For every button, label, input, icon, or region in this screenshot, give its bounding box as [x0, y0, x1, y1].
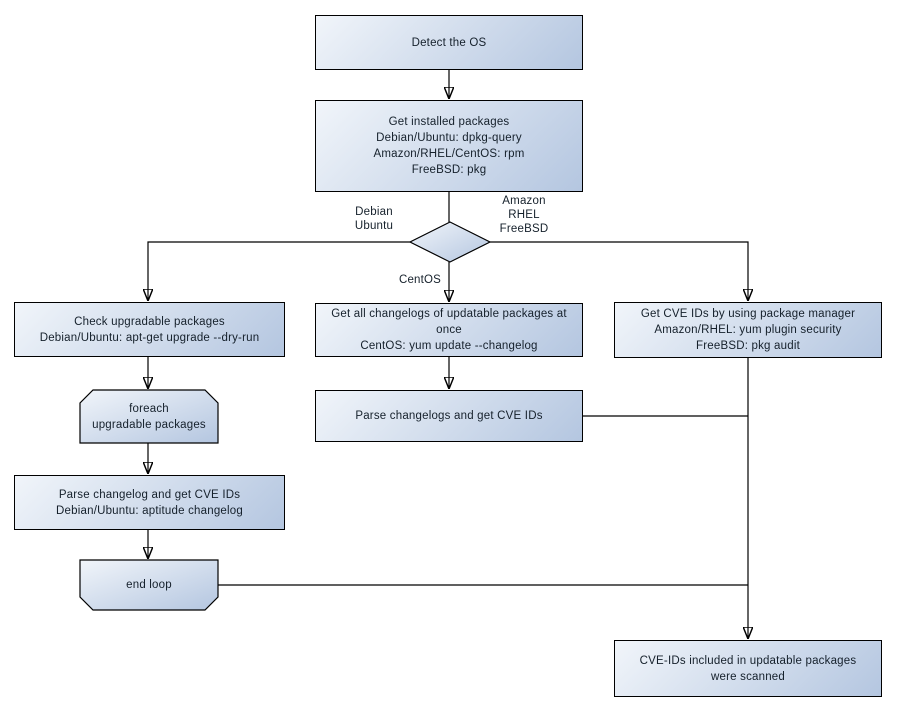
node-get-all-changelogs: Get all changelogs of updatable packages… — [315, 303, 583, 357]
node-result-scanned: CVE-IDs included in updatable packages w… — [614, 640, 882, 697]
node-end-loop-label: end loop — [126, 579, 172, 591]
node-get-installed-packages: Get installed packages Debian/Ubuntu: dp… — [315, 100, 583, 192]
edge-label-centos: CentOS — [398, 274, 442, 286]
node-check-upgradable-packages: Check upgradable packages Debian/Ubuntu:… — [14, 302, 285, 357]
edge-decision-to-debian-box — [148, 241, 410, 301]
node-parse-changelog-debian: Parse changelog and get CVE IDs Debian/U… — [14, 475, 285, 530]
node-parse-changelogs-centos: Parse changelogs and get CVE IDs — [315, 390, 583, 442]
node-detect-os: Detect the OS — [315, 15, 583, 70]
foreach-loop-shape — [79, 389, 219, 444]
edge-label-debian-ubuntu: Debian Ubuntu — [354, 206, 394, 232]
edge-decision-to-right-box — [490, 241, 748, 301]
node-get-cve-ids-pkg-manager: Get CVE IDs by using package manager Ama… — [614, 302, 882, 358]
end-loop-shape — [79, 559, 219, 611]
decision-os-diamond — [408, 221, 492, 263]
edge-label-amazon-rhel-freebsd: Amazon RHEL FreeBSD — [499, 195, 549, 235]
node-foreach-loop-label: foreach upgradable packages — [92, 402, 206, 431]
